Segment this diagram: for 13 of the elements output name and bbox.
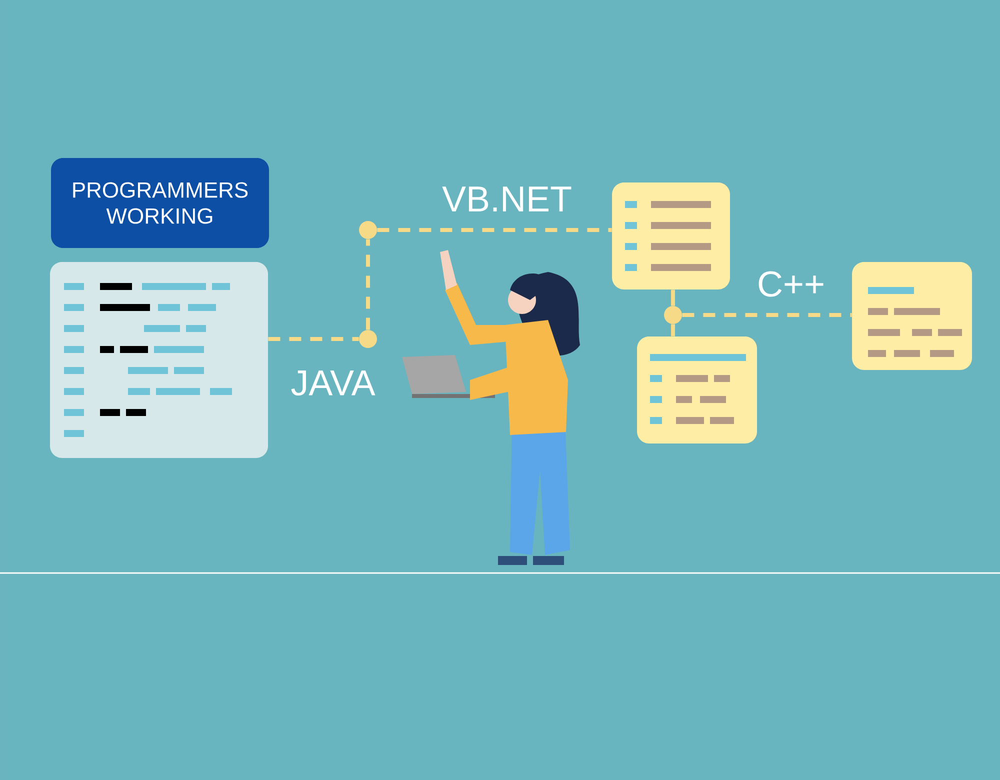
edge-label: VB.NET bbox=[440, 184, 574, 214]
junction-dot bbox=[359, 221, 377, 239]
connector-line bbox=[682, 313, 852, 317]
connector-line bbox=[377, 228, 612, 232]
edge-label: C++ bbox=[755, 269, 828, 299]
connector-line bbox=[366, 239, 370, 330]
connector-line bbox=[671, 290, 675, 306]
junction-dot bbox=[359, 330, 377, 348]
title-box: PROGRAMMERS WORKING bbox=[51, 158, 269, 248]
edge-label: JAVA bbox=[288, 368, 378, 398]
connector-line bbox=[268, 337, 359, 341]
junction-dot bbox=[664, 306, 682, 324]
connector-line bbox=[671, 324, 675, 336]
